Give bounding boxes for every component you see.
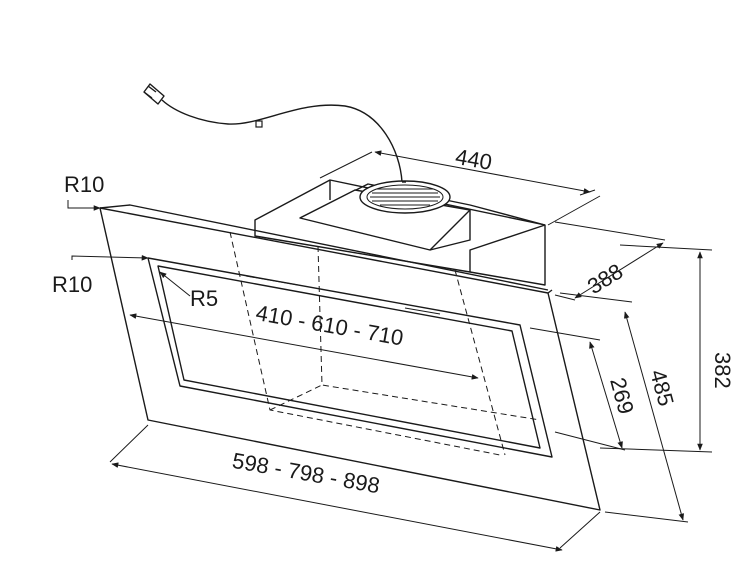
radius-small-callout: R5	[159, 271, 218, 311]
power-plug-icon	[143, 83, 403, 183]
label-r5: R5	[190, 286, 218, 311]
label-r10-inner: R10	[52, 272, 92, 297]
label-388: 388	[583, 258, 627, 299]
dim-388: 388	[554, 221, 666, 301]
label-r10-outer: R10	[64, 172, 104, 197]
dim-485: 485	[559, 292, 689, 523]
hidden-lines	[229, 231, 541, 456]
radius-outer-callout: R10	[64, 172, 104, 211]
label-382: 382	[710, 352, 735, 389]
fan-grille-icon	[359, 180, 451, 214]
label-440: 440	[453, 144, 494, 175]
radius-inner-callout: R10	[52, 255, 149, 297]
